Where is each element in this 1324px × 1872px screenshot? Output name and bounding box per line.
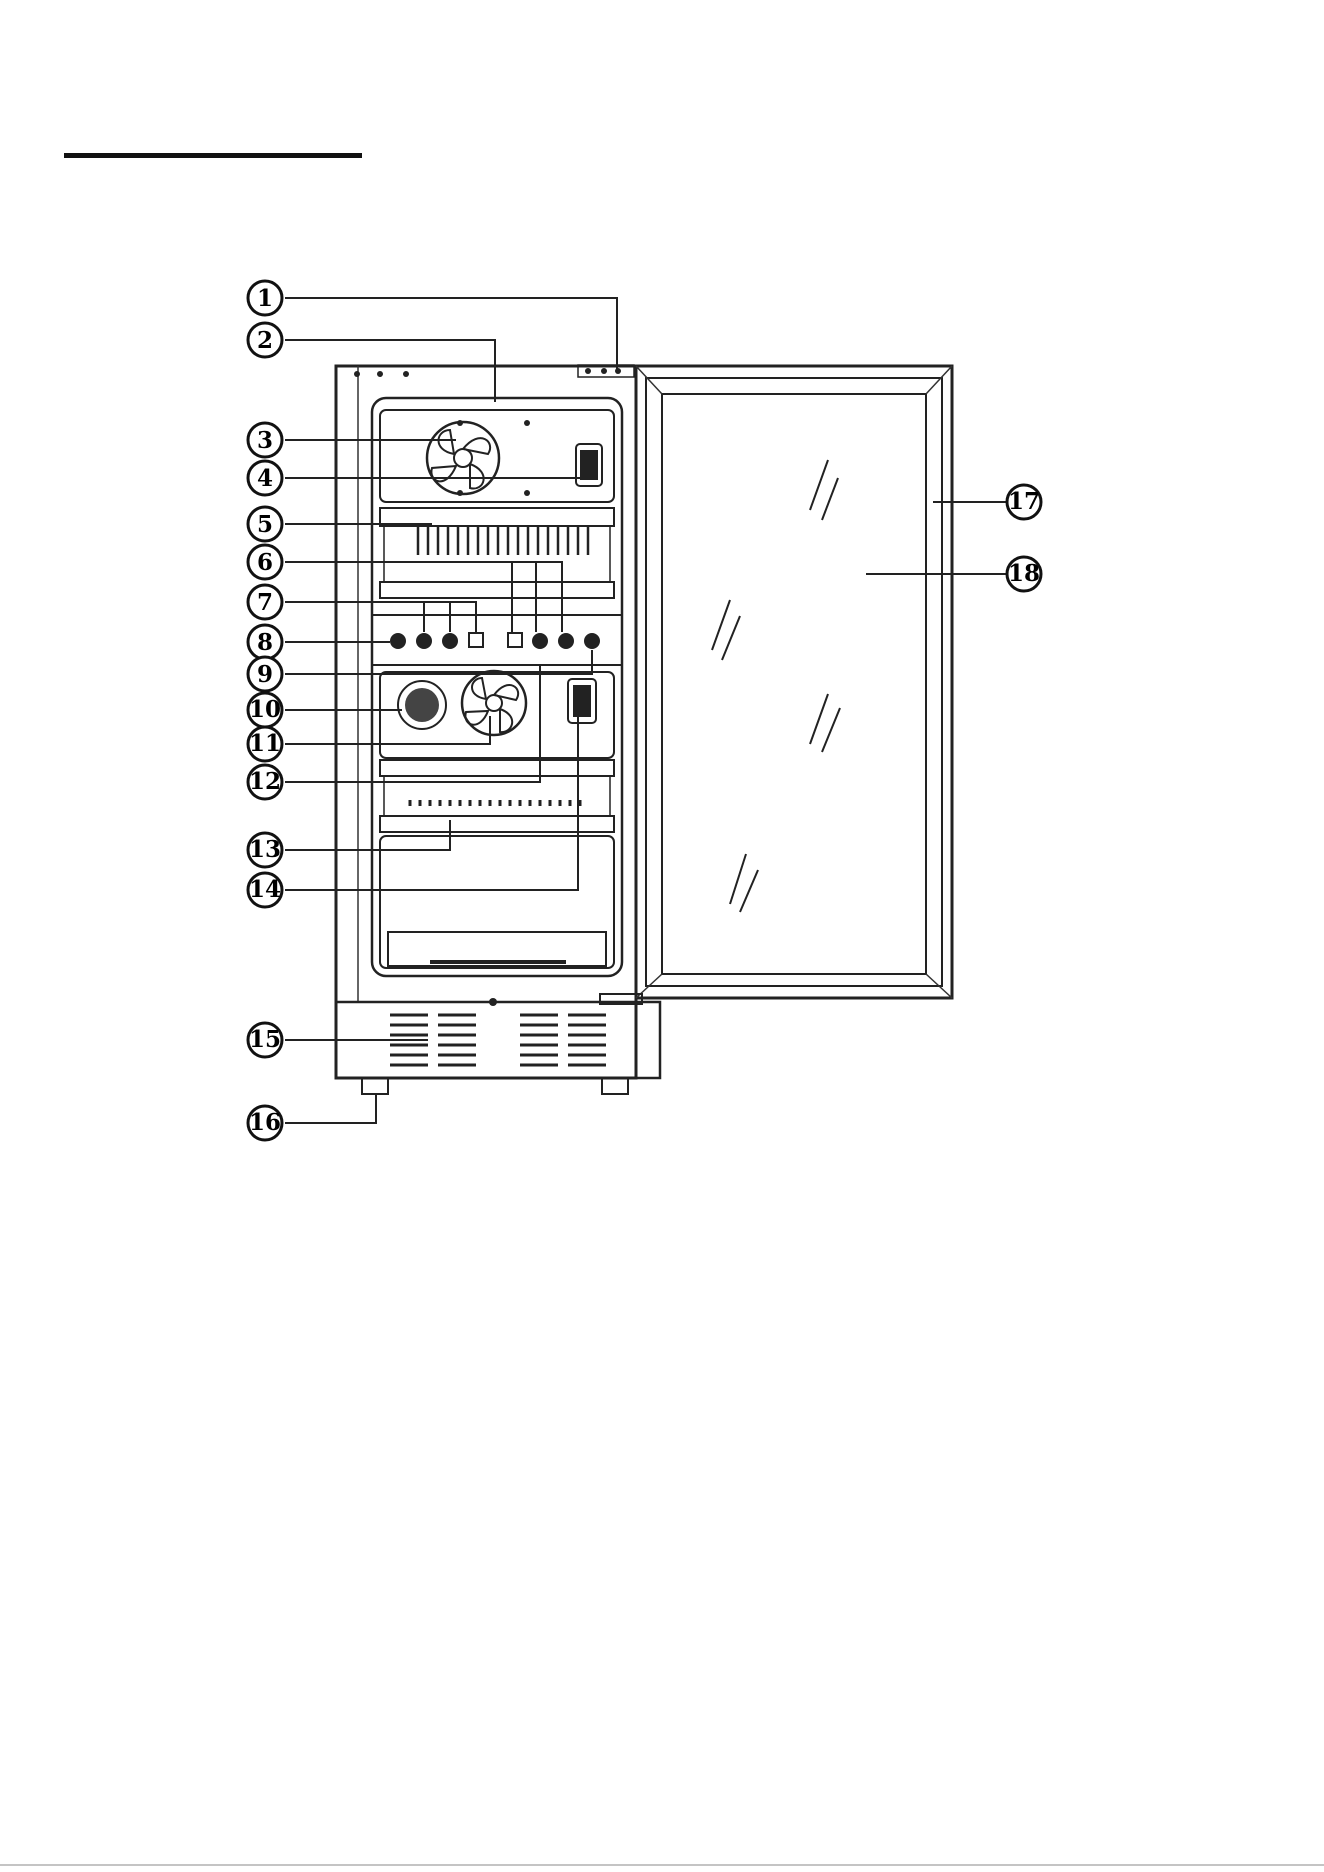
svg-text:3: 3 [257,427,273,454]
callout-11: 11 [248,727,282,761]
svg-text:7: 7 [257,589,273,616]
speaker-grill [398,681,446,729]
control-strip [372,615,622,665]
callout-7: 7 [248,585,282,619]
svg-text:9: 9 [257,661,273,688]
callout-15: 15 [248,1023,282,1057]
right-foot [602,1078,628,1094]
svg-text:15: 15 [249,1026,281,1053]
svg-text:6: 6 [257,549,273,576]
callout-5: 5 [248,507,282,541]
glass-door [600,366,952,1004]
svg-text:4: 4 [257,465,273,492]
callout-6: 6 [248,545,282,579]
callout-4: 4 [248,461,282,495]
callout-2: 2 [248,323,282,357]
shelf-1 [380,508,614,598]
callout-9: 9 [248,657,282,691]
svg-text:10: 10 [249,696,281,723]
lower-fan [462,671,526,735]
svg-text:18: 18 [1008,560,1040,587]
callout-17: 17 [1007,485,1041,519]
svg-text:16: 16 [249,1109,281,1136]
callout-13: 13 [248,833,282,867]
svg-text:1: 1 [257,285,273,312]
callout-8: 8 [248,625,282,659]
callout-1: 1 [248,281,282,315]
top-light-unit [576,444,602,486]
lower-light-unit [568,679,596,723]
callout-14: 14 [248,873,282,907]
svg-text:2: 2 [257,327,273,354]
callout-18: 18 [1007,557,1041,591]
callout-10: 10 [248,693,282,727]
svg-text:12: 12 [249,768,281,795]
svg-text:13: 13 [249,836,281,863]
header-rule [64,153,362,158]
callout-3: 3 [248,423,282,457]
svg-text:17: 17 [1008,488,1040,515]
cooler-cabinet [336,365,660,1094]
svg-text:5: 5 [257,511,273,538]
svg-text:11: 11 [249,730,281,757]
svg-text:14: 14 [249,876,281,903]
top-fan [427,420,530,496]
callout-16: 16 [248,1106,282,1140]
callout-12: 12 [248,765,282,799]
left-foot [362,1078,388,1094]
svg-text:8: 8 [257,629,273,656]
